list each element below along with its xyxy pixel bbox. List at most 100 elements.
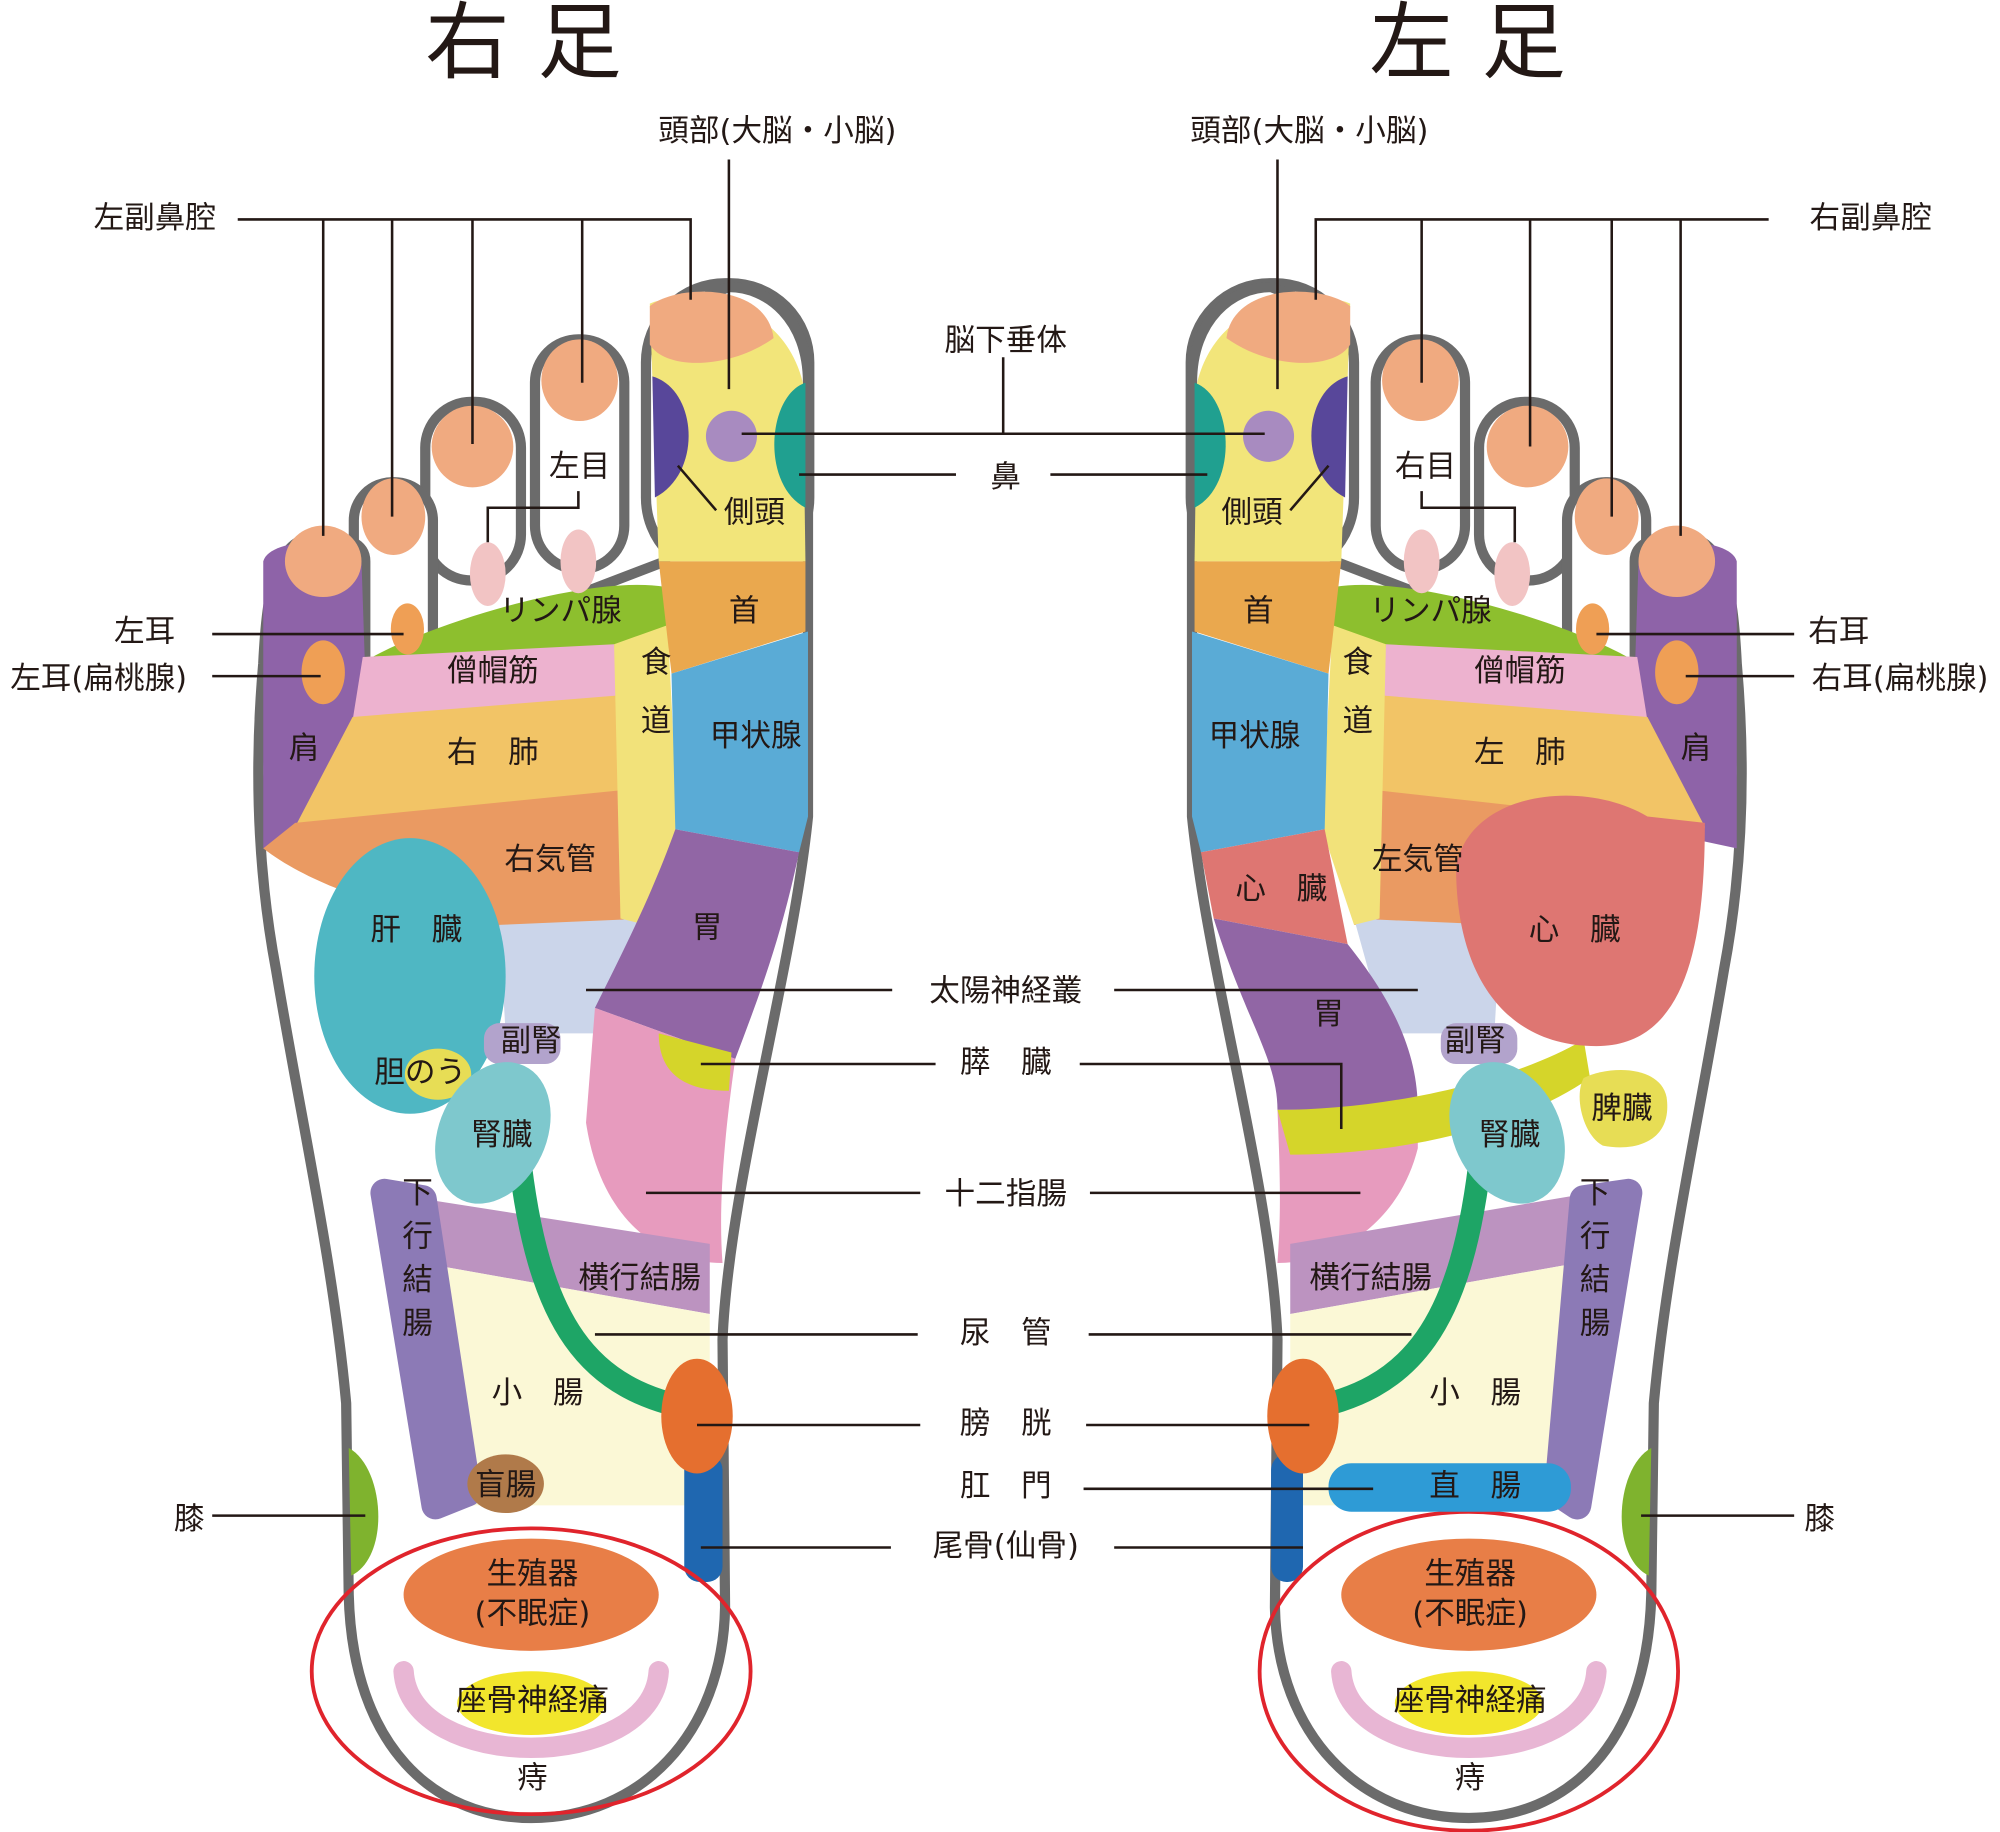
label-knee-l: 膝 <box>1804 1502 1835 1537</box>
title-left-foot: 左足 <box>1369 0 1594 91</box>
label-bronchus-left: 左気管 <box>1372 843 1464 878</box>
label-pituitary: 脳下垂体 <box>945 323 1067 358</box>
gallbladder-zone <box>404 1048 472 1100</box>
label-insomnia-l: (不眠症) <box>1412 1597 1528 1632</box>
label-transverse-colon-r: 横行結腸 <box>578 1261 700 1296</box>
coccyx-zone-r <box>684 1454 723 1582</box>
label-eye-left: 左目 <box>549 450 610 485</box>
label-lung-right: 右 肺 <box>447 735 539 770</box>
highlight-circle-r <box>309 1526 753 1817</box>
label-cecum: 盲腸 <box>475 1468 536 1503</box>
label-knee-r: 膝 <box>174 1502 205 1537</box>
label-gallbladder: 胆のう <box>374 1056 466 1091</box>
big-toe-tip-r <box>649 291 774 363</box>
cecum-zone <box>467 1454 544 1514</box>
bladder-zone-r <box>661 1358 733 1474</box>
right-foot <box>253 278 815 1824</box>
adrenal-zone-l <box>1440 1023 1518 1064</box>
label-heart-big: 心 臓 <box>1529 913 1621 948</box>
label-ear-left: 左耳 <box>114 614 175 649</box>
leader-lines <box>212 159 1795 1549</box>
spleen-zone <box>1579 1070 1668 1148</box>
knee-zone-r <box>348 1447 379 1576</box>
label-ear-left-tonsil: 左耳(扁桃腺) <box>10 661 187 696</box>
label-temporal-r: 側頭 <box>724 496 785 531</box>
label-sinus-left: 左副鼻腔 <box>94 201 216 236</box>
label-thyroid-l: 甲状腺 <box>1209 719 1301 754</box>
label-liver: 肝 臓 <box>370 913 462 948</box>
kidney-zone-r <box>435 1062 551 1204</box>
thyroid-zone-r <box>671 631 808 853</box>
ear-point-r <box>390 603 424 655</box>
small-intestine-zone-r <box>422 1263 710 1506</box>
label-sciatica-l: 座骨神経痛 <box>1394 1683 1547 1718</box>
hemorrhoids-arc-r <box>393 1661 669 1758</box>
label-shoulder-r: 肩 <box>289 732 320 767</box>
pancreas-zone-l <box>1277 1039 1591 1155</box>
label-trapezius-l: 僧帽筋 <box>1474 654 1566 689</box>
label-rectum: 直 腸 <box>1429 1469 1521 1504</box>
neck-zone-r <box>658 561 806 674</box>
ureter-r <box>506 1146 700 1422</box>
label-temporal-l: 側頭 <box>1221 496 1282 531</box>
label-anus: 肛 門 <box>960 1469 1052 1504</box>
label-trapezius-r: 僧帽筋 <box>447 654 539 689</box>
label-kidney-r: 腎臓 <box>471 1118 532 1153</box>
label-head-l: 頭部(大脳・小脳) <box>1190 114 1428 149</box>
kidney-zone-l <box>1449 1062 1565 1204</box>
stomach-zone-r <box>594 829 800 1059</box>
label-lymph-l: リンパ腺 <box>1369 594 1491 629</box>
toe-tip-r3 <box>431 405 514 488</box>
tonsil-point-r <box>301 640 345 705</box>
heart-zone-big <box>1456 795 1705 1047</box>
pancreas-zone-r <box>658 1033 732 1091</box>
label-esophagus-l: 食道 <box>1336 645 1371 762</box>
lung-zone-r <box>295 695 640 827</box>
label-eye-right: 右目 <box>1395 450 1456 485</box>
label-coccyx: 尾骨(仙骨) <box>933 1529 1079 1564</box>
pituitary-point-r <box>705 410 757 462</box>
label-adrenal-r: 副腎 <box>501 1024 562 1059</box>
label-genitals-r: 生殖器 <box>487 1557 579 1592</box>
label-nose: 鼻 <box>990 460 1021 495</box>
rectum-zone <box>1328 1463 1571 1512</box>
label-spleen: 脾臓 <box>1591 1091 1652 1126</box>
label-kidney-l: 腎臓 <box>1479 1118 1540 1153</box>
label-ear-right-tonsil: 右耳(扁桃腺) <box>1812 661 1989 696</box>
label-small-intestine-l: 小 腸 <box>1429 1376 1521 1411</box>
label-lung-left: 左 肺 <box>1474 735 1566 770</box>
toe-tip-r2 <box>541 339 618 422</box>
label-ureter: 尿 管 <box>960 1316 1052 1351</box>
label-heart-small: 心 臓 <box>1235 872 1327 907</box>
toe-tip-r5 <box>284 525 362 598</box>
label-descending-colon-r: 下行結腸 <box>396 1176 432 1349</box>
label-stomach-l: 胃 <box>1313 997 1344 1032</box>
label-descending-colon-l: 下行結腸 <box>1574 1176 1610 1349</box>
label-duodenum: 十二指腸 <box>945 1177 1067 1212</box>
label-adrenal-l: 副腎 <box>1445 1024 1506 1059</box>
label-pancreas: 膵 臓 <box>960 1045 1052 1080</box>
label-head-r: 頭部(大脳・小脳) <box>658 114 896 149</box>
label-ear-right: 右耳 <box>1808 614 1869 649</box>
label-lymph-r: リンパ腺 <box>499 594 621 629</box>
label-small-intestine-r: 小 腸 <box>492 1376 584 1411</box>
label-insomnia-r: (不眠症) <box>475 1597 591 1632</box>
lymph-zone-r <box>361 584 668 664</box>
label-sinus-right: 右副鼻腔 <box>1809 201 1931 236</box>
label-neck-l: 首 <box>1243 594 1274 629</box>
label-hemorrhoids-l: 痔 <box>1455 1761 1486 1796</box>
left-foot <box>1185 278 1747 1832</box>
label-sciatica-r: 座骨神経痛 <box>456 1683 609 1718</box>
label-thyroid-r: 甲状腺 <box>710 719 802 754</box>
label-shoulder-l: 肩 <box>1681 732 1712 767</box>
eye-point-r1 <box>469 542 506 606</box>
liver-zone <box>314 838 506 1114</box>
label-genitals-l: 生殖器 <box>1424 1557 1516 1592</box>
label-hemorrhoids-r: 痔 <box>517 1761 548 1796</box>
genitals-zone-r <box>403 1538 659 1651</box>
label-solar-plexus: 太陽神経叢 <box>929 974 1082 1009</box>
eye-point-r2 <box>560 529 597 594</box>
descending-colon-zone-r <box>370 1178 482 1520</box>
